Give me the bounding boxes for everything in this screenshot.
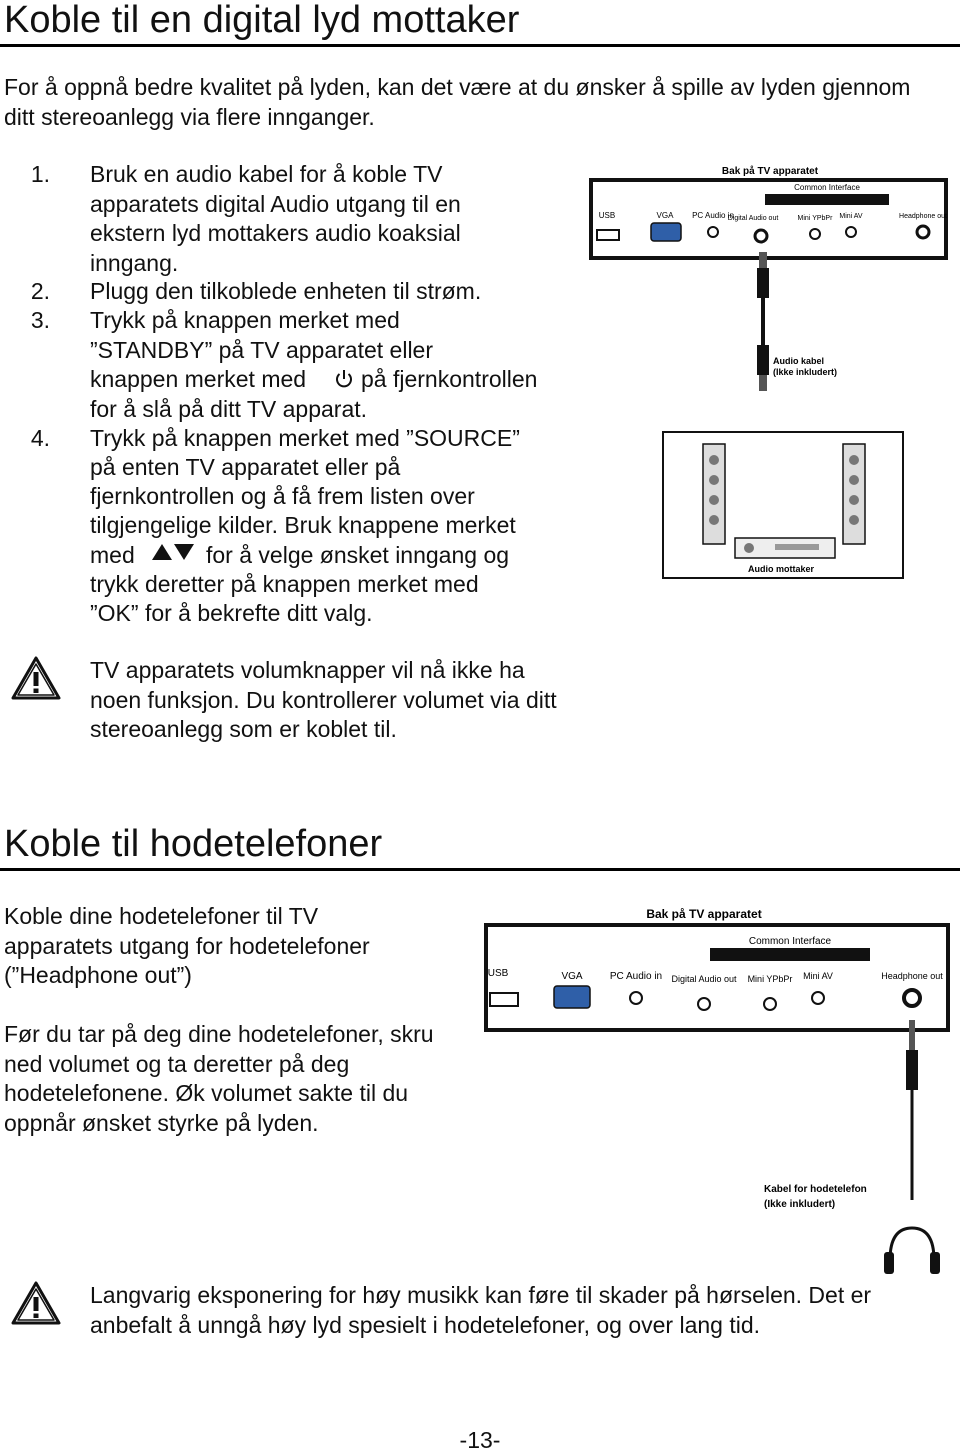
vga-port-icon [553, 985, 591, 1009]
headphone-port-icon [915, 224, 931, 240]
step-1-number: 1. [30, 161, 50, 187]
port-label-digital-audio: Digital Audio out [728, 215, 779, 222]
usb-port-icon [489, 992, 519, 1007]
section2-title: Koble til hodetelefoner [4, 823, 383, 865]
step-1-text: Bruk en audio kabel for å koble TV appar… [90, 161, 461, 276]
port-label-ypbpr: Mini YPbPr [748, 974, 793, 984]
ypbpr-port-icon [763, 997, 777, 1011]
port-label-av: Mini AV [839, 213, 863, 220]
section1-warning: TV apparatets volumknapper vil nå ikke h… [90, 657, 557, 742]
step-4-line-1: Trykk på knappen merket med ”SOURCE” [90, 425, 520, 451]
audio-cable-note: (Ikke inkludert) [773, 367, 837, 377]
step-4-line-2: på enten TV apparatet eller på [90, 454, 401, 480]
port-label-pc-audio: PC Audio in [610, 971, 662, 982]
step-3-number: 3. [30, 307, 50, 333]
headphone-cable-icon [906, 1020, 918, 1200]
common-interface-slot [710, 948, 870, 961]
speaker-left-icon [702, 443, 726, 545]
panel-title: Bak på TV apparatet [722, 165, 819, 177]
power-icon [336, 370, 352, 388]
warning-icon [11, 1281, 61, 1325]
warning-icon [11, 656, 61, 700]
title-rule [0, 44, 960, 47]
receiver-label: Audio mottaker [748, 564, 815, 574]
section2-para-2: Før du tar på deg dine hodetelefoner, sk… [4, 1021, 434, 1136]
digital-audio-port-icon [697, 997, 711, 1011]
port-label-usb: USB [488, 968, 509, 979]
step-4-line-7: ”OK” for å bekrefte ditt valg. [90, 600, 373, 626]
step-4-line-5a: med [90, 542, 135, 568]
headphones-icon [884, 1226, 940, 1274]
port-label-pc-audio: PC Audio in [692, 211, 734, 220]
step-4-line-5b: for å velge ønsket inngang og [206, 542, 510, 568]
receiver-frame [662, 431, 904, 579]
common-interface-label: Common Interface [794, 183, 860, 192]
step-3-line-1: Trykk på knappen merket med [90, 307, 400, 333]
digital-audio-port-icon [753, 228, 769, 244]
step-3-line-3a: knappen merket med [90, 366, 307, 392]
receiver-unit-icon [734, 537, 836, 559]
section1-intro: For å oppnå bedre kvalitet på lyden, kan… [4, 74, 911, 130]
audio-cable-label: Audio kabel [773, 356, 824, 366]
step-4-line-6: trykk deretter på knappen merket med [90, 571, 479, 597]
common-interface-label: Common Interface [749, 936, 832, 947]
page-number: -13- [459, 1427, 501, 1453]
headphone-cable-note: (Ikke inkludert) [764, 1199, 835, 1210]
tv-back-panel [589, 178, 948, 260]
vga-port-icon [650, 222, 682, 242]
usb-port-icon [596, 229, 620, 241]
ypbpr-port-icon [809, 228, 821, 240]
step-3-line-4: for å slå på ditt TV apparat. [90, 396, 368, 422]
panel-title: Bak på TV apparatet [646, 907, 761, 921]
av-port-icon [845, 226, 857, 238]
port-label-av: Mini AV [803, 971, 833, 981]
title-rule [0, 868, 960, 871]
port-label-digital-audio: Digital Audio out [671, 974, 737, 984]
headphone-cable-label: Kabel for hodetelefon [764, 1184, 867, 1195]
pc-audio-port-icon [629, 991, 643, 1005]
step-2-number: 2. [30, 278, 50, 304]
step-3-line-2: ”STANDBY” på TV apparatet eller [90, 337, 434, 363]
step-4-number: 4. [30, 425, 50, 451]
section1-title: Koble til en digital lyd mottaker [4, 0, 520, 41]
step-4-line-4: tilgjengelige kilder. Bruk knappene merk… [90, 512, 516, 538]
step-3-line-3b: på fjernkontrollen [361, 366, 538, 392]
headphone-port-icon [902, 988, 922, 1008]
port-label-vga: VGA [561, 971, 582, 982]
step-4-line-3: fjernkontrollen og å få frem listen over [90, 483, 475, 509]
step-2-text: Plugg den tilkoblede enheten til strøm. [90, 278, 482, 304]
port-label-vga: VGA [657, 211, 675, 220]
port-label-headphone: Headphone out [899, 213, 947, 220]
av-port-icon [811, 991, 825, 1005]
pc-audio-port-icon [707, 226, 719, 238]
audio-receiver-diagram: Bak på TV apparatet Common Interface USB… [589, 165, 948, 579]
speaker-right-icon [842, 443, 866, 545]
section2-warning: Langvarig eksponering for høy musikk kan… [90, 1282, 872, 1338]
port-label-ypbpr: Mini YPbPr [798, 215, 834, 222]
headphone-diagram: Bak på TV apparatet Common Interface USB… [484, 907, 950, 1274]
section2-para-1: Koble dine hodetelefoner til TV apparate… [4, 903, 370, 988]
port-label-usb: USB [599, 211, 615, 220]
audio-cable-icon [757, 252, 769, 391]
up-down-arrow-icon [152, 544, 194, 560]
port-label-headphone: Headphone out [881, 971, 943, 981]
common-interface-slot [765, 194, 889, 205]
tv-back-panel [484, 923, 950, 1032]
